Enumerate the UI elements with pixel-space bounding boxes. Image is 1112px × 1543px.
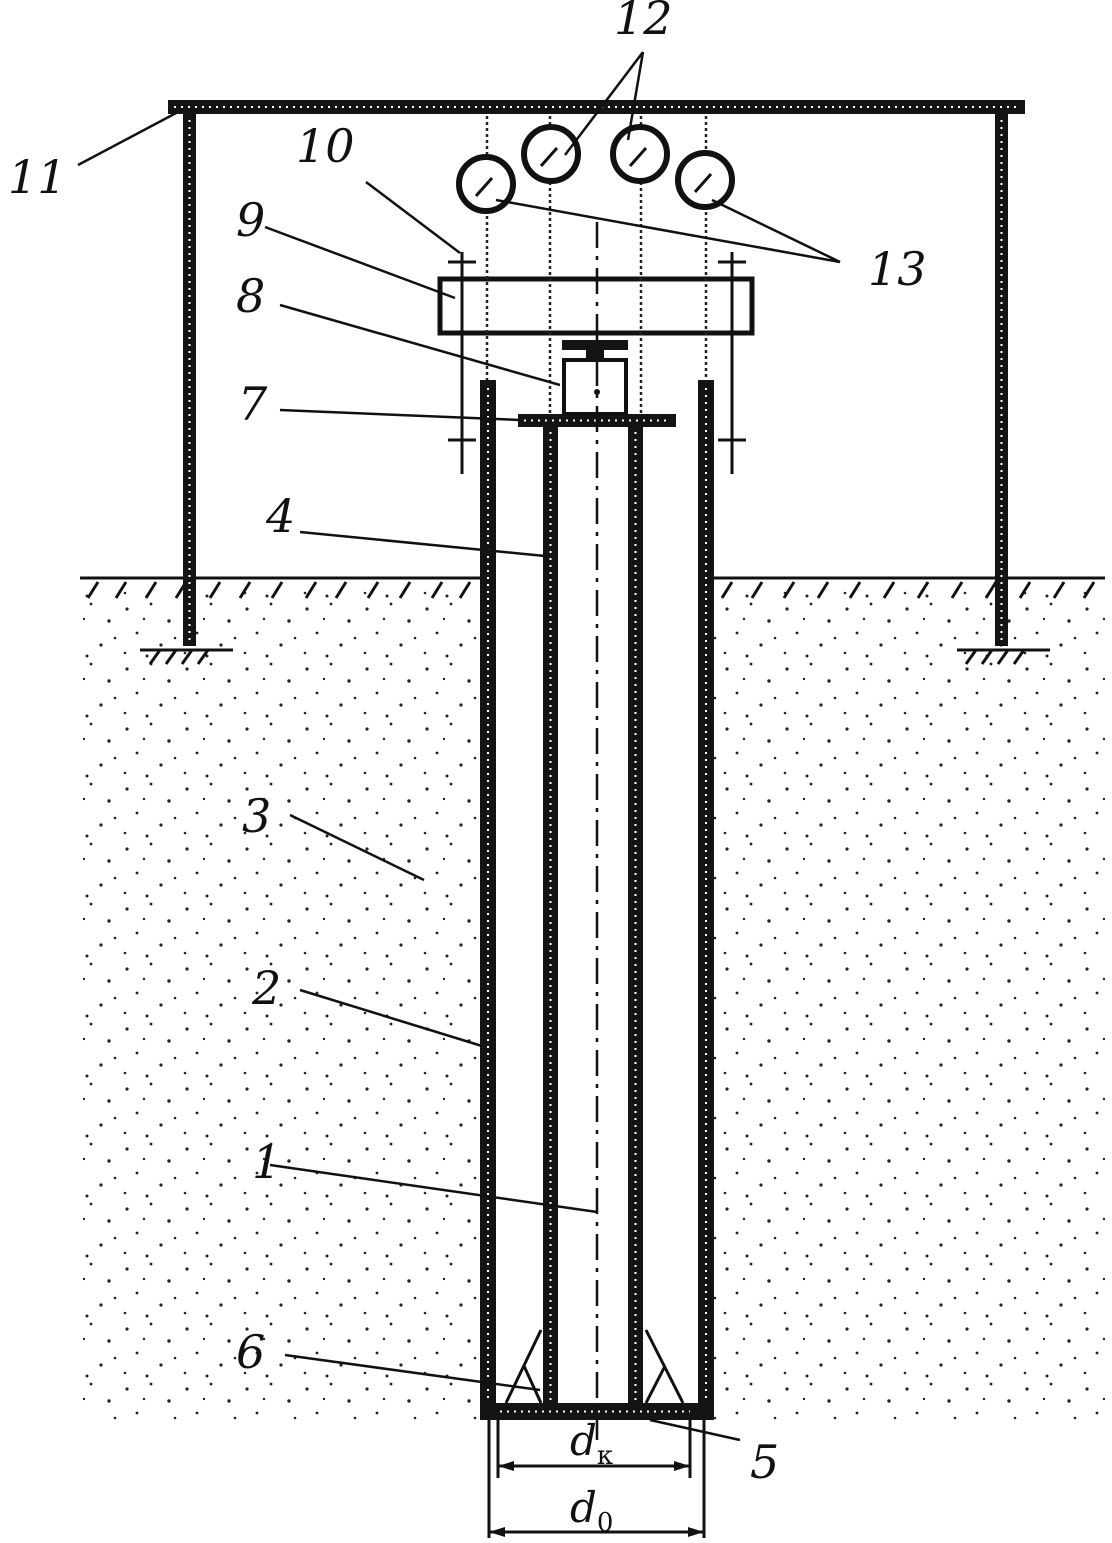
dimension-outer-symbol: d [570,1483,597,1532]
dimension-inner-label: dк [570,1416,613,1471]
dimension-inner-symbol: d [570,1416,597,1465]
pile-shaft [543,426,643,1404]
callout-13: 13 [868,242,927,296]
callout-5: 5 [750,1435,779,1489]
dial-gauges [456,124,735,214]
callout-9: 9 [236,193,265,247]
soil-right [713,590,1105,1420]
callout-11: 11 [8,150,67,204]
soil-left [80,590,482,1420]
callout-12: 12 [614,0,673,45]
casing-walls [480,380,714,1420]
soil-region [80,576,1105,1420]
callout-6: 6 [236,1325,265,1379]
dimension-outer-subscript: 0 [597,1508,614,1538]
callout-4: 4 [265,489,295,543]
dimension-outer: d0 [487,1420,706,1538]
hydraulic-jack [562,340,628,416]
callout-1: 1 [252,1135,281,1189]
dimension-inner-subscript: к [597,1441,613,1471]
anchor-rods [448,252,746,474]
callout-8: 8 [236,269,265,323]
dimension-inner: dк [496,1416,692,1478]
centering-supports [504,1329,685,1404]
base-plate [480,1403,714,1420]
callout-7: 7 [238,377,268,431]
dimension-outer-label: d0 [570,1483,613,1538]
callout-10: 10 [296,119,355,173]
callout-labels: 1 2 3 4 5 6 7 8 9 10 11 12 13 [8,0,927,1489]
ground-hatch-left [86,581,472,599]
leader-lines [77,51,841,1442]
support-frame [140,100,1050,665]
ground-hatch-right [720,581,1096,599]
callout-3: 3 [242,789,271,843]
gauge-wires [485,116,708,414]
callout-2: 2 [251,961,281,1015]
